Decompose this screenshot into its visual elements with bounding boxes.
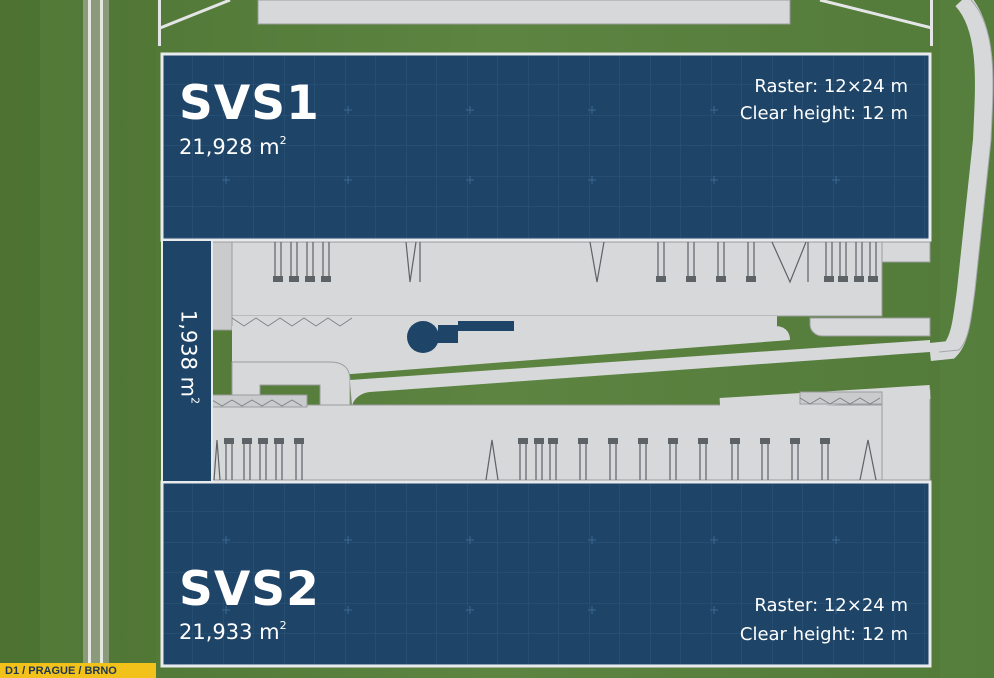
svs1-name: SVS1 [179, 76, 320, 131]
ramp-hatch [211, 317, 881, 407]
access-road-right [929, 0, 994, 361]
svs1-area-unit-sup: 2 [279, 134, 287, 147]
svs2-area: 21,933 m2 [179, 619, 287, 644]
dock-markers-lower [224, 438, 830, 444]
svs2-area-value: 21,933 m [179, 620, 280, 644]
dock-markers-upper [273, 276, 878, 282]
road-label-tag: D1 / PRAGUE / BRNO [0, 663, 156, 678]
connector-area: 1,938 m2 [176, 309, 202, 405]
building-connector [161, 239, 213, 483]
building-svs2 [160, 480, 932, 668]
sprinkler-tank [407, 321, 514, 353]
svs1-area: 21,928 m2 [179, 134, 287, 159]
svs2-area-unit-sup: 2 [279, 619, 287, 632]
svs1-clear-height: Clear height: 12 m [739, 103, 908, 124]
grid-crosses [222, 106, 840, 614]
building-svs1 [160, 52, 932, 242]
svs1-area-value: 21,928 m [179, 135, 280, 159]
connector-area-value: 1,938 m [176, 309, 201, 398]
loading-yard [211, 241, 931, 481]
dock-doors-lower [213, 439, 877, 481]
svs2-name: SVS2 [179, 562, 320, 617]
highway-d1 [83, 0, 109, 678]
connector-area-unit-sup: 2 [188, 397, 202, 405]
dock-doors-upper [274, 241, 877, 284]
svs2-clear-height: Clear height: 12 m [739, 624, 908, 645]
svs1-raster: Raster: 12×24 m [754, 76, 908, 97]
svs2-raster: Raster: 12×24 m [754, 595, 908, 616]
existing-building-top [158, 0, 933, 46]
